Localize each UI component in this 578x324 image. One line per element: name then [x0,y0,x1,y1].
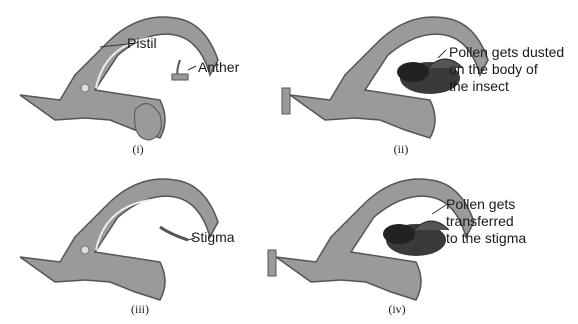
ovule-shape [81,84,89,92]
stigma-label: Stigma [191,229,235,246]
insect-head-icon [397,62,429,82]
anther-label: Anther [198,59,239,76]
panel-i: Pistil Anther (i) [0,0,290,165]
panel-iv: Pollen gets transferred to the stigma (i… [256,162,578,324]
note-line-2: on the body of [449,61,578,78]
pistil-label: Pistil [127,35,157,52]
note-line-2: transferred [446,213,578,230]
anther-shape [172,74,188,80]
note-line-1: Pollen gets [446,196,578,213]
note-line-3: to the stigma [446,230,578,247]
flower-diagram-iii [0,162,290,324]
note-pointer [432,205,446,214]
note-line-3: the insect [449,78,578,95]
panel-ii: Pollen gets dusted on the body of the in… [270,0,578,165]
note-line-1: Pollen gets dusted [449,44,578,61]
caption-i: (i) [118,142,158,157]
insect-note-label: Pollen gets dusted on the body of the in… [449,44,578,95]
panel-iii: Stigma (iii) [0,162,290,324]
caption-iii: (iii) [120,302,160,317]
insect-head-icon [383,224,415,244]
ovule-shape [81,246,89,254]
stem-shape [282,88,290,114]
note-pointer [438,50,446,58]
insect-wing-icon [414,221,449,230]
caption-ii: (ii) [381,142,421,157]
stem-shape [268,250,276,276]
stigma-shape [160,227,188,240]
flower-diagram-i [0,0,290,165]
caption-iv: (iv) [377,302,417,317]
transfer-note-label: Pollen gets transferred to the stigma [446,196,578,247]
anther-pointer [188,66,196,70]
